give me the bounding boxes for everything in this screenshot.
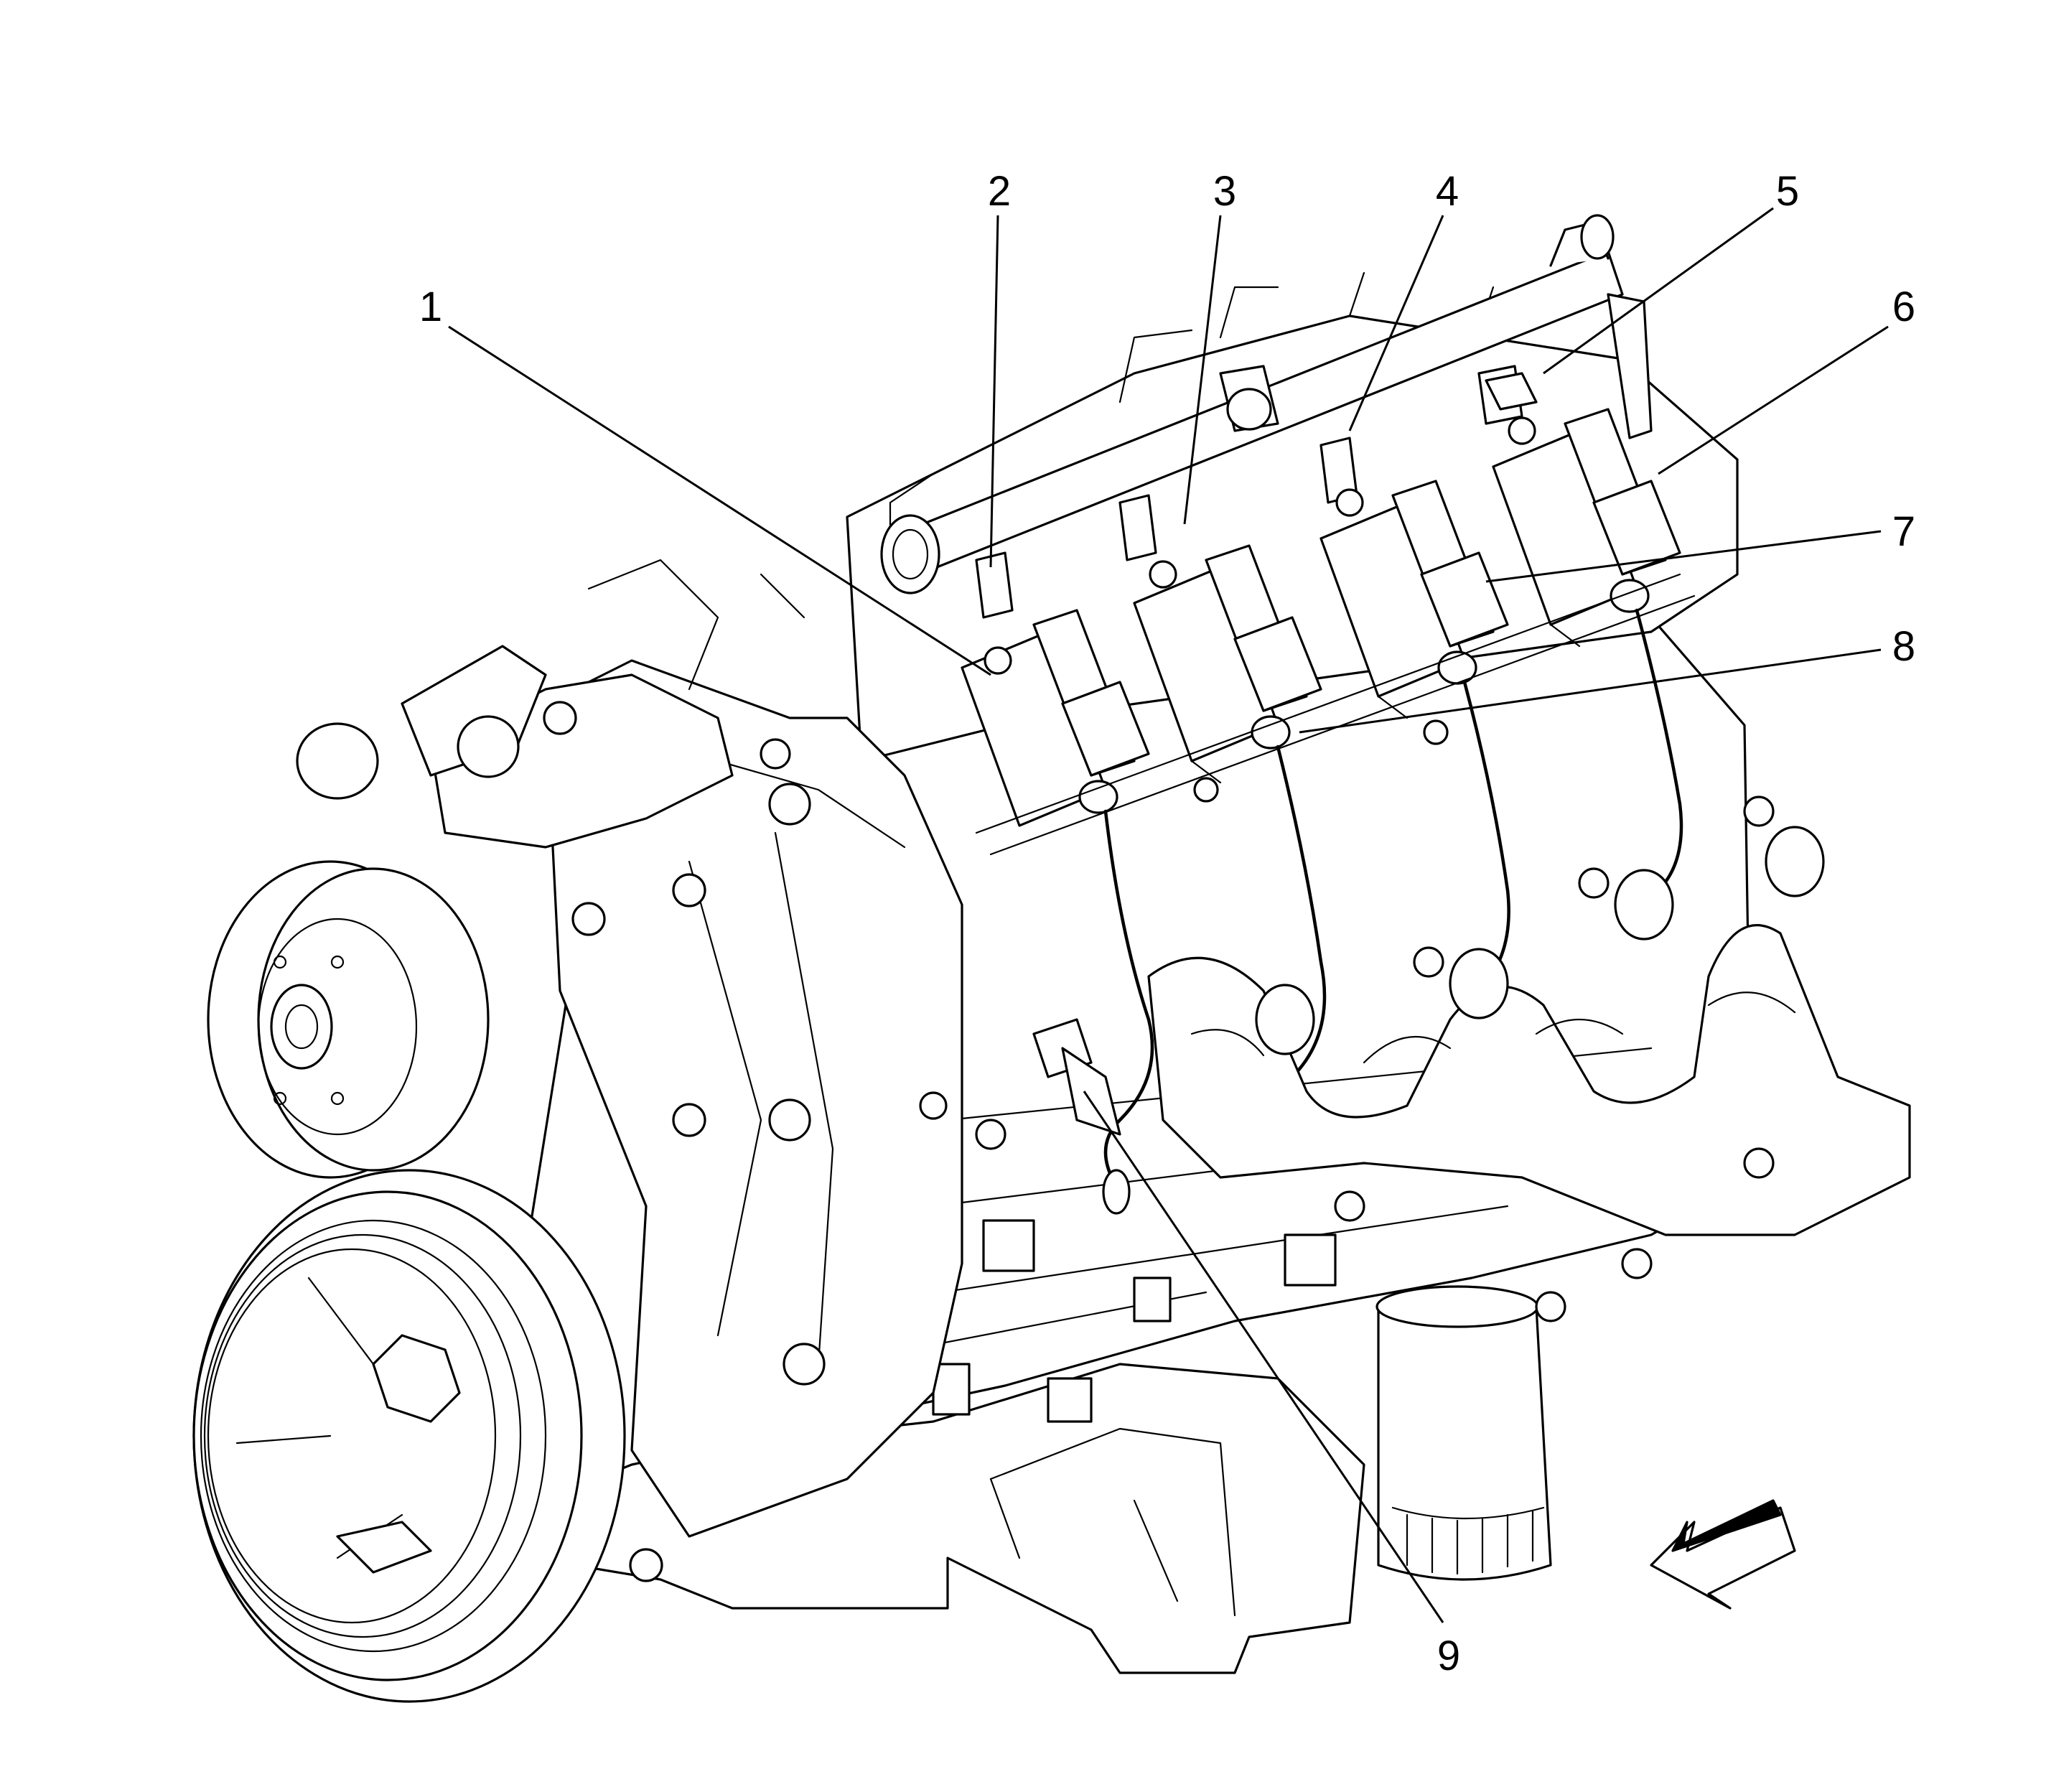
callout-9: 9	[1437, 1633, 1460, 1679]
ignition-coil-3	[1319, 480, 1509, 698]
oil-pan	[544, 1363, 1365, 1674]
callout-8: 8	[1892, 623, 1915, 670]
throttle-cap	[296, 559, 805, 800]
fuel-rail	[880, 214, 1653, 619]
callout-1: 1	[419, 284, 442, 330]
callout-4: 4	[1436, 168, 1459, 215]
callout-7: 7	[1892, 508, 1915, 555]
knock-sensor	[1032, 1018, 1121, 1136]
exhaust-manifold	[1147, 826, 1911, 1236]
water-pump-pulley	[207, 860, 490, 1179]
callout-5: 5	[1776, 168, 1799, 215]
callout-labels: 1 2 3 4 5 6 7 8 9	[419, 168, 1915, 1679]
ignition-coil-1	[961, 609, 1150, 827]
callout-6: 6	[1892, 284, 1915, 330]
accessory-bracket	[544, 659, 963, 1582]
front-direction-arrow	[1650, 1499, 1796, 1610]
oil-filter	[1375, 1285, 1552, 1581]
callout-3: 3	[1213, 168, 1236, 215]
callout-2: 2	[988, 168, 1011, 215]
callout-leaders	[448, 207, 1889, 1623]
ignition-coil-2	[1133, 544, 1322, 762]
crankshaft-pulley	[192, 1169, 626, 1703]
ignition-coil-4	[1492, 408, 1681, 626]
fasteners	[760, 416, 1775, 1322]
